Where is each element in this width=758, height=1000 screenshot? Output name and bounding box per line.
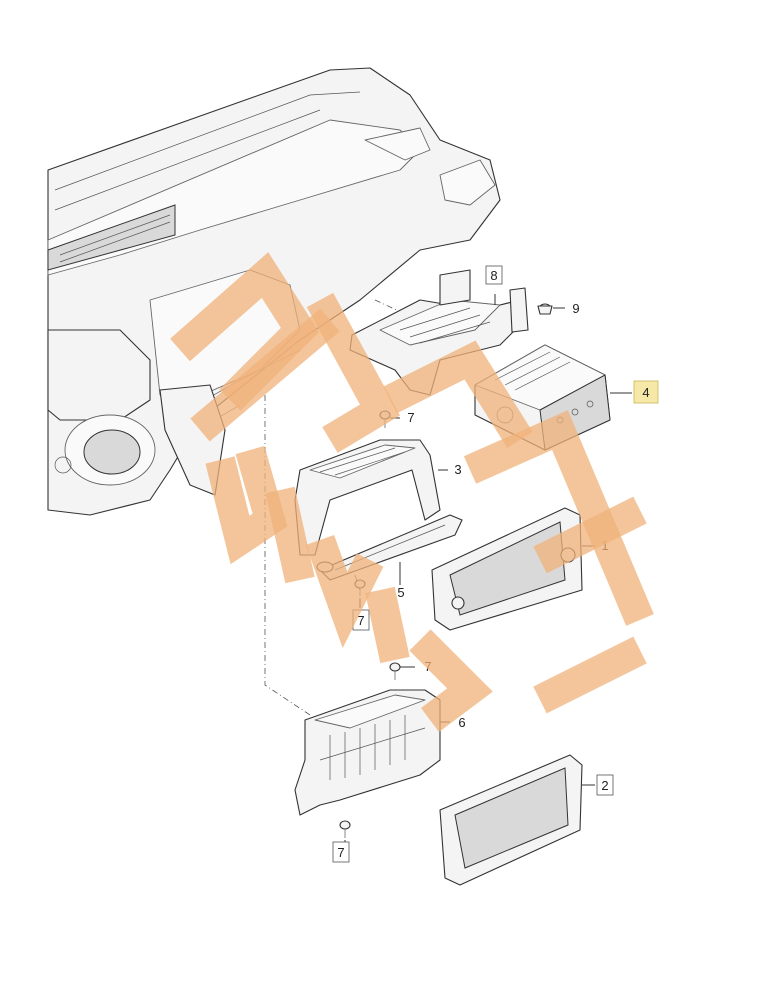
svg-text:7: 7	[407, 410, 414, 425]
callout-9: 9	[572, 301, 579, 316]
callout-8: 8	[485, 265, 503, 285]
callout-7a: 7	[407, 410, 414, 425]
callout-5: 5	[397, 585, 404, 600]
svg-text:5: 5	[397, 585, 404, 600]
svg-text:3: 3	[454, 462, 461, 477]
display-part-2	[439, 754, 583, 886]
svg-text:4: 4	[642, 385, 649, 400]
callout-4: 4	[633, 380, 659, 404]
mounting-frame-part-8	[349, 269, 529, 396]
screw-7d	[339, 820, 351, 838]
callout-6: 6	[458, 715, 465, 730]
frame-part-6	[294, 689, 441, 816]
svg-text:6: 6	[458, 715, 465, 730]
screw-part-9	[537, 303, 553, 315]
svg-text:7: 7	[337, 845, 344, 860]
svg-text:8: 8	[490, 268, 497, 283]
callout-2: 2	[596, 774, 614, 796]
screw-7c	[389, 662, 401, 680]
watermark-logo	[170, 252, 654, 732]
svg-text:9: 9	[572, 301, 579, 316]
svg-text:7: 7	[357, 613, 364, 628]
callout-7d: 7	[332, 841, 350, 863]
svg-text:2: 2	[601, 778, 608, 793]
callout-3: 3	[454, 462, 461, 477]
